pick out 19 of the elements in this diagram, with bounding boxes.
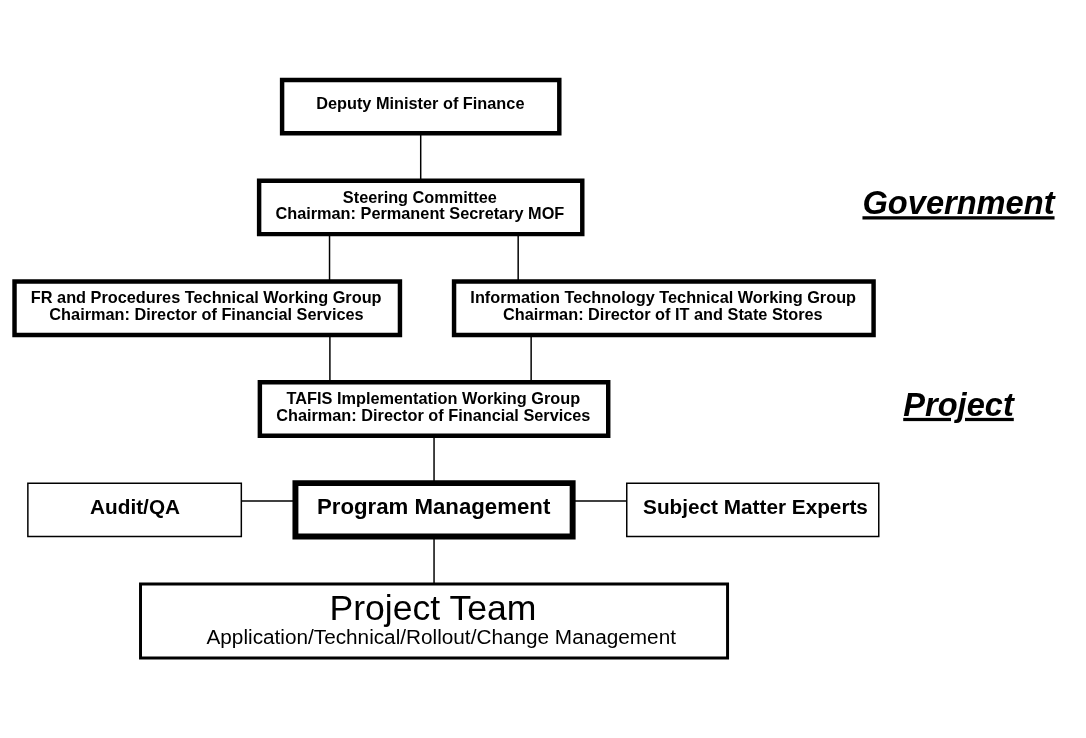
- node-box: TAFIS Implementation Working Group Chairman: Director of Financial Services: [257, 380, 611, 438]
- node-box: Subject Matter Experts: [626, 482, 880, 538]
- connector: [433, 435, 435, 484]
- label: Project: [903, 385, 1014, 423]
- node-box: Project Team Application/Technical/Rollout/Change Management: [139, 582, 730, 660]
- connector: [433, 536, 435, 585]
- connector: [572, 500, 628, 502]
- connector: [329, 334, 331, 383]
- node-box: FR and Procedures Technical Working Group Chairman: Director of Financial Services: [12, 279, 403, 338]
- node-box: Program Management: [292, 480, 576, 540]
- node-box: Steering Committee Chairman: Permanent Secretary MOF: [256, 178, 585, 237]
- connector: [530, 334, 532, 383]
- node-box: Information Technology Technical Working Group Chairman: Director of IT and State Stores: [451, 279, 876, 338]
- label: Government: [862, 184, 1055, 222]
- node-box: Audit/QA: [27, 482, 243, 538]
- node-box: Deputy Minister of Finance: [279, 77, 562, 136]
- connector: [517, 233, 519, 282]
- connector: [419, 132, 422, 182]
- connector: [328, 233, 331, 282]
